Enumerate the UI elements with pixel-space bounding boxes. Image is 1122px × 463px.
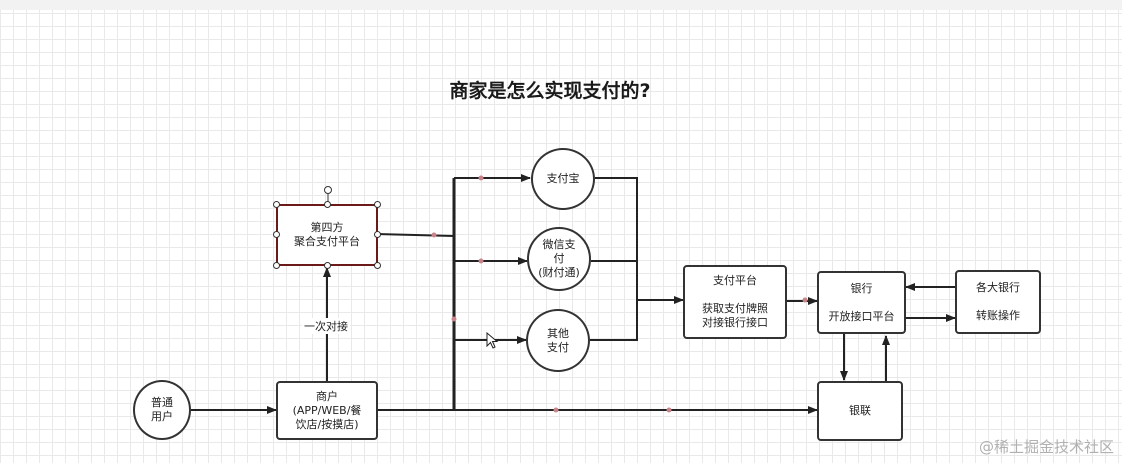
edge-alipay-merge[interactable]	[595, 177, 638, 300]
node-wechat-pay-label: 微信支 付 (财付通)	[538, 238, 580, 279]
node-alipay-label: 支付宝	[546, 172, 580, 185]
node-ordinary-user-label: 普通 用户	[151, 396, 173, 423]
node-other-payment[interactable]: 其他 支付	[526, 309, 590, 372]
node-merchant-label: 商户 (APP/WEB/餐 饮店/按摸店)	[292, 389, 362, 431]
resize-handle-se[interactable]	[374, 262, 381, 269]
node-major-banks[interactable]: 各大银行 转账操作	[955, 270, 1041, 334]
node-unionpay-label: 银联	[849, 404, 871, 417]
mouse-cursor-icon	[486, 332, 499, 349]
node-other-payment-label: 其他 支付	[547, 326, 569, 354]
edge-fourth-party-trunk[interactable]	[377, 233, 455, 237]
node-unionpay[interactable]: 银联	[817, 381, 903, 441]
resize-handle-e[interactable]	[374, 231, 381, 238]
node-fourth-party-platform-label: 第四方 聚合支付平台	[294, 221, 360, 248]
node-bank[interactable]: 银行 开放接口平台	[817, 271, 906, 334]
node-fourth-party-platform[interactable]: 第四方 聚合支付平台	[276, 204, 378, 266]
node-bank-label: 银行 开放接口平台	[828, 281, 895, 323]
node-ordinary-user[interactable]: 普通 用户	[133, 380, 191, 440]
node-wechat-pay[interactable]: 微信支 付 (财付通)	[527, 227, 591, 291]
resize-handle-ne[interactable]	[374, 201, 381, 208]
top-bar	[0, 0, 1122, 10]
watermark: @稀土掘金技术社区	[978, 438, 1114, 456]
edge-other-merge[interactable]	[590, 300, 638, 341]
resize-handle-s[interactable]	[324, 262, 331, 269]
node-merchant[interactable]: 商户 (APP/WEB/餐 饮店/按摸店)	[276, 381, 378, 440]
node-payment-platform[interactable]: 支付平台 获取支付牌照 对接银行接口	[683, 265, 787, 339]
node-payment-platform-label: 支付平台 获取支付牌照 对接银行接口	[702, 274, 768, 329]
node-alipay[interactable]: 支付宝	[531, 148, 595, 210]
edge-label-one-time-integration: 一次对接	[302, 318, 350, 334]
node-major-banks-label: 各大银行 转账操作	[976, 281, 1020, 322]
diagram-title: 商家是怎么实现支付的?	[449, 80, 651, 102]
connection-dots	[431, 175, 808, 413]
resize-handle-n[interactable]	[324, 201, 331, 208]
resize-handle-w[interactable]	[273, 231, 280, 238]
resize-handle-sw[interactable]	[273, 262, 280, 269]
resize-handle-nw[interactable]	[273, 201, 280, 208]
